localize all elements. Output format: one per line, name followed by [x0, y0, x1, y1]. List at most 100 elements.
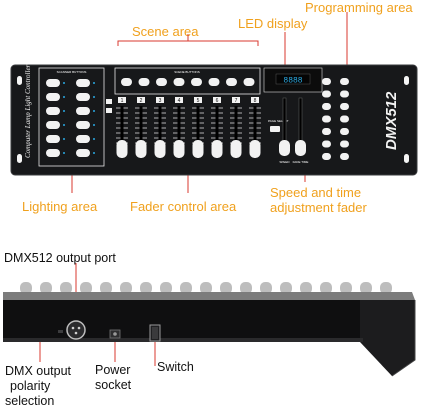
- scene-buttons: [121, 78, 255, 86]
- fader-number: 2: [140, 98, 143, 104]
- scanner-button[interactable]: [46, 121, 60, 129]
- fader-knob[interactable]: [116, 140, 128, 158]
- scanner-button[interactable]: [46, 135, 60, 143]
- fader-knob[interactable]: [249, 140, 261, 158]
- scanner-button[interactable]: [46, 107, 60, 115]
- scene-button[interactable]: [156, 78, 167, 86]
- fader-number: 8: [254, 98, 257, 104]
- rack-slot-right-bottom: [404, 154, 409, 163]
- rear-fader-cap: [40, 282, 52, 294]
- programming-button[interactable]: [322, 115, 331, 123]
- scanner-button[interactable]: [76, 93, 90, 101]
- scene-button[interactable]: [191, 78, 202, 86]
- programming-button[interactable]: [340, 78, 349, 85]
- programming-button[interactable]: [340, 103, 349, 110]
- scanner-buttons-label: SCANNER BUTTONS: [57, 70, 87, 74]
- programming-button[interactable]: [322, 103, 331, 110]
- fader-number-box: [118, 97, 126, 103]
- fader-knob[interactable]: [192, 140, 204, 158]
- led-display-screen: [275, 73, 311, 85]
- scene-button[interactable]: [173, 78, 185, 86]
- scanner-led: [93, 110, 95, 112]
- rear-fader-cap: [260, 282, 272, 294]
- fader-number: 3: [159, 98, 162, 104]
- programming-button[interactable]: [322, 78, 331, 85]
- scanner-button[interactable]: [76, 135, 90, 143]
- panel-body: [11, 65, 417, 175]
- programming-button[interactable]: [340, 90, 349, 98]
- rear-fader-cap: [380, 282, 392, 294]
- rack-slot-left-top: [17, 76, 22, 85]
- programming-button[interactable]: [340, 115, 349, 123]
- rear-fader-cap: [300, 282, 312, 294]
- fader-knob[interactable]: [211, 140, 223, 158]
- scene-button[interactable]: [243, 78, 255, 86]
- rear-fader-cap: [20, 282, 32, 294]
- fader-track: [120, 106, 124, 152]
- fader-number-box: [251, 97, 259, 103]
- fader-knob[interactable]: [135, 140, 147, 158]
- speed-fader-knob[interactable]: [279, 140, 290, 156]
- label-switch: Switch: [157, 360, 194, 374]
- page-select-label: PAGE SELECT: [268, 119, 289, 123]
- scanner-led: [63, 138, 65, 140]
- polarity-switch[interactable]: [58, 330, 63, 333]
- label-programming-area: Programming area: [305, 0, 413, 15]
- scanner-button[interactable]: [46, 93, 60, 101]
- fader-knob[interactable]: [230, 140, 242, 158]
- fade-label: FADE TIME: [293, 160, 309, 164]
- scanner-button[interactable]: [76, 149, 90, 157]
- scanner-button[interactable]: [76, 79, 90, 87]
- fader-number: 1: [121, 98, 124, 104]
- led-display-readout: 8888: [283, 77, 302, 86]
- fader-number: 5: [197, 98, 200, 104]
- label-fader-control-area: Fader control area: [130, 199, 237, 214]
- programming-button[interactable]: [322, 153, 331, 160]
- rear-fader-cap: [140, 282, 152, 294]
- scanner-button[interactable]: [76, 121, 90, 129]
- rear-fader-cap: [220, 282, 232, 294]
- programming-button[interactable]: [340, 128, 349, 135]
- label-dmx-polarity: DMX output polarity selection: [5, 364, 71, 409]
- programming-buttons: [322, 78, 349, 160]
- programming-button[interactable]: [340, 153, 349, 160]
- programming-button[interactable]: [322, 140, 331, 148]
- label-power-socket: Power socket: [95, 363, 131, 393]
- page-button-a[interactable]: [106, 99, 112, 104]
- rack-slot-left-bottom: [17, 154, 22, 163]
- scanner-button[interactable]: [46, 79, 60, 87]
- scanner-led: [63, 96, 65, 98]
- scanner-led: [63, 110, 65, 112]
- label-speed-time: Speed and time adjustment fader: [270, 185, 367, 215]
- fader-track: [177, 106, 181, 152]
- scanner-led: [93, 152, 95, 154]
- fader-knob[interactable]: [173, 140, 185, 158]
- scene-button[interactable]: [208, 78, 220, 86]
- rear-fader-cap: [60, 282, 72, 294]
- dc-power-socket-icon[interactable]: [109, 329, 121, 339]
- rocker-switch-icon[interactable]: [149, 324, 161, 342]
- xlr-connector-icon[interactable]: [66, 320, 86, 340]
- programming-button[interactable]: [340, 140, 349, 148]
- scene-button[interactable]: [138, 78, 150, 86]
- label-power-line1: Power: [95, 363, 131, 377]
- fade-fader-knob[interactable]: [295, 140, 306, 156]
- rear-fader-cap: [360, 282, 372, 294]
- page-button-b[interactable]: [106, 108, 112, 113]
- rear-fader-cap: [240, 282, 252, 294]
- label-speed-time-line1: Speed and time: [270, 185, 362, 200]
- programming-button[interactable]: [322, 128, 331, 135]
- page-select-button[interactable]: [270, 126, 280, 132]
- rear-bottom-edge: [3, 338, 363, 342]
- scanner-button[interactable]: [46, 149, 60, 157]
- rear-fader-caps: [20, 282, 392, 294]
- fader-number-box: [175, 97, 183, 103]
- fader-knob[interactable]: [154, 140, 166, 158]
- scene-button[interactable]: [121, 78, 132, 86]
- rear-fader-cap: [100, 282, 112, 294]
- programming-button[interactable]: [322, 90, 331, 98]
- scanner-button[interactable]: [76, 107, 90, 115]
- rear-side-panel: [360, 300, 415, 376]
- fader-number: 6: [216, 98, 219, 104]
- scene-button[interactable]: [226, 78, 237, 86]
